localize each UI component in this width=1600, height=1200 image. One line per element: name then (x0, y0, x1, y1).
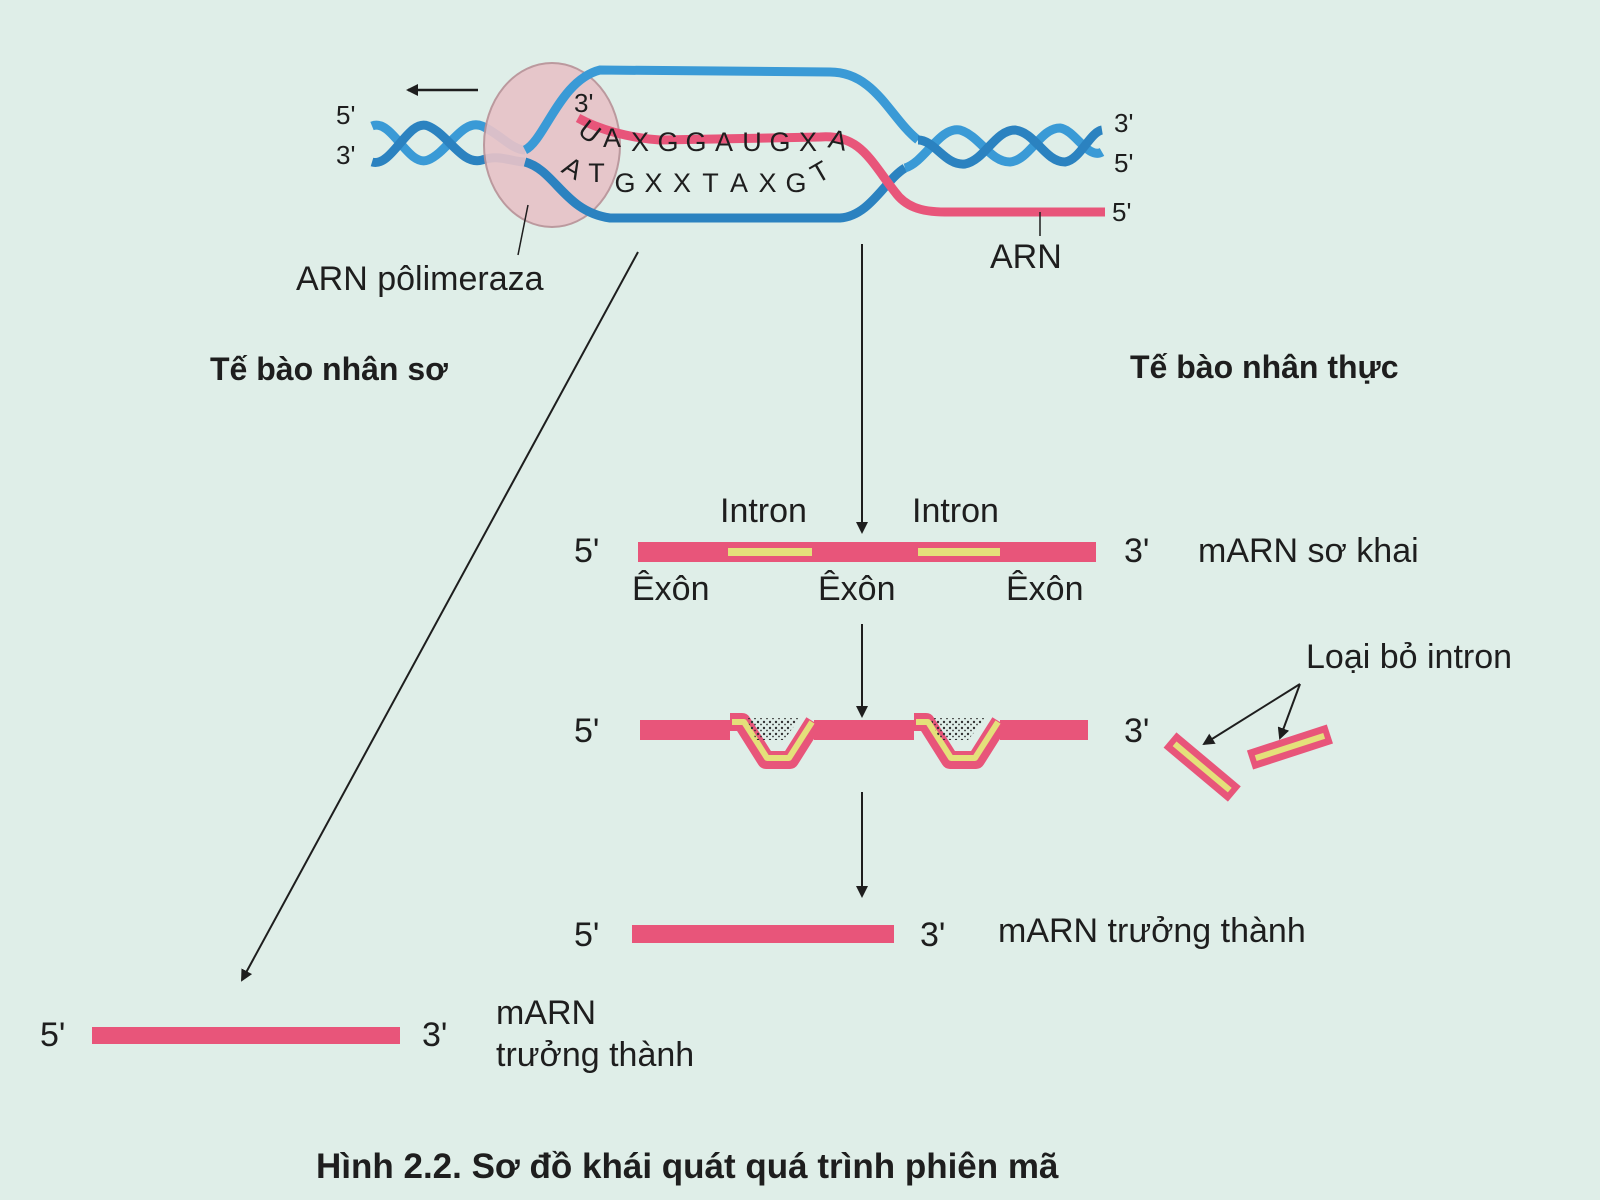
primary-mrna: Intron Intron 5' 3' mARN sơ khai Êxôn Êx… (574, 492, 1419, 608)
splicing-step: 5' 3' Loại bỏ intron (574, 638, 1512, 802)
intron-label-2: Intron (912, 492, 999, 530)
rna-base-letter: G (685, 127, 706, 157)
dna-base-letter: T (702, 168, 719, 198)
remove-intron-pointer-2 (1277, 683, 1301, 740)
splicing-3prime: 3' (1124, 712, 1149, 750)
rna-base-letter: X (799, 127, 817, 157)
remove-intron-pointer-1 (1202, 683, 1301, 746)
spliced-exon-left (640, 720, 730, 740)
exon-label-2: Êxôn (818, 570, 896, 608)
figure-caption: Hình 2.2. Sơ đồ khái quát quá trình phiê… (316, 1147, 1059, 1186)
eukaryote-mature-mrna: 5' 3' mARN trưởng thành (574, 912, 1306, 954)
eukaryote-heading: Tế bào nhân thực (1130, 349, 1399, 385)
remove-intron-label: Loại bỏ intron (1306, 638, 1512, 676)
intron-segment-1 (728, 548, 812, 556)
primary-3prime: 3' (1124, 532, 1149, 570)
dna-bottom-right-end: 5' (1114, 148, 1133, 178)
mature-mrna-label: mARN trưởng thành (998, 912, 1306, 950)
rna-polymerase-shape (483, 62, 621, 228)
intron-loop-1 (730, 713, 822, 769)
prokaryote-mature-mrna: 5' 3' mARN trưởng thành (40, 994, 694, 1074)
rna-base-letter: U (742, 127, 762, 157)
spliced-exon-middle (814, 720, 914, 740)
intron-loop-2 (914, 713, 1008, 769)
polymerase-leader-line (517, 204, 529, 256)
prokaryote-heading: Tế bào nhân sơ (210, 351, 448, 387)
polymerase-label: ARN pôlimeraza (296, 260, 544, 298)
exon-label-1: Êxôn (632, 570, 710, 608)
dna-bottom-left-end: 3' (336, 140, 355, 170)
rna-base-letter: X (631, 127, 649, 157)
excised-intron-1 (1163, 732, 1241, 802)
rna-label: ARN (990, 238, 1062, 276)
prokaryote-mrna-bar (92, 1027, 400, 1044)
rna-end: 5' (1112, 197, 1131, 227)
dna-base-letter: X (644, 168, 662, 198)
mature-5prime: 5' (574, 916, 599, 954)
intron-label-1: Intron (720, 492, 807, 530)
prokaryote-mrna-label-line2: trưởng thành (496, 1036, 694, 1074)
rna-strand (575, 114, 1105, 217)
dna-base-letter: T (588, 158, 605, 188)
rna-start-end: 3' (574, 88, 593, 118)
dna-top-right-end: 3' (1114, 108, 1133, 138)
dna-base-letter: G (614, 168, 635, 198)
prokaryote-arrow (241, 251, 639, 982)
splicing-5prime: 5' (574, 712, 599, 750)
spliced-exon-right (1000, 720, 1088, 740)
mature-mrna-bar (632, 925, 894, 943)
rna-base-letter: G (657, 127, 678, 157)
prokaryote-5prime: 5' (40, 1016, 65, 1054)
dna-base-letter: T (805, 155, 834, 189)
rna-base-letter: G (769, 127, 790, 157)
rna-base-letter: A (826, 124, 850, 157)
coding-dna-strand (522, 65, 921, 155)
intron-segment-2 (918, 548, 1000, 556)
dna-base-letter: A (730, 168, 748, 198)
rna-base-letter: A (603, 123, 621, 153)
primary-mrna-label: mARN sơ khai (1198, 532, 1419, 570)
excised-intron-2 (1246, 724, 1333, 770)
rna-base-letter: A (715, 127, 733, 157)
exon-label-3: Êxôn (1006, 570, 1084, 608)
primary-5prime: 5' (574, 532, 599, 570)
dna-base-letter: X (673, 168, 691, 198)
mature-3prime: 3' (920, 916, 945, 954)
primary-mrna-bar (638, 542, 1096, 562)
prokaryote-mrna-label-line1: mARN (496, 994, 596, 1032)
dna-base-letter: X (758, 168, 776, 198)
right-dna-helix (903, 123, 1105, 173)
dna-top-left-end: 5' (336, 100, 355, 130)
prokaryote-3prime: 3' (422, 1016, 447, 1054)
dna-base-letter: G (785, 168, 806, 198)
